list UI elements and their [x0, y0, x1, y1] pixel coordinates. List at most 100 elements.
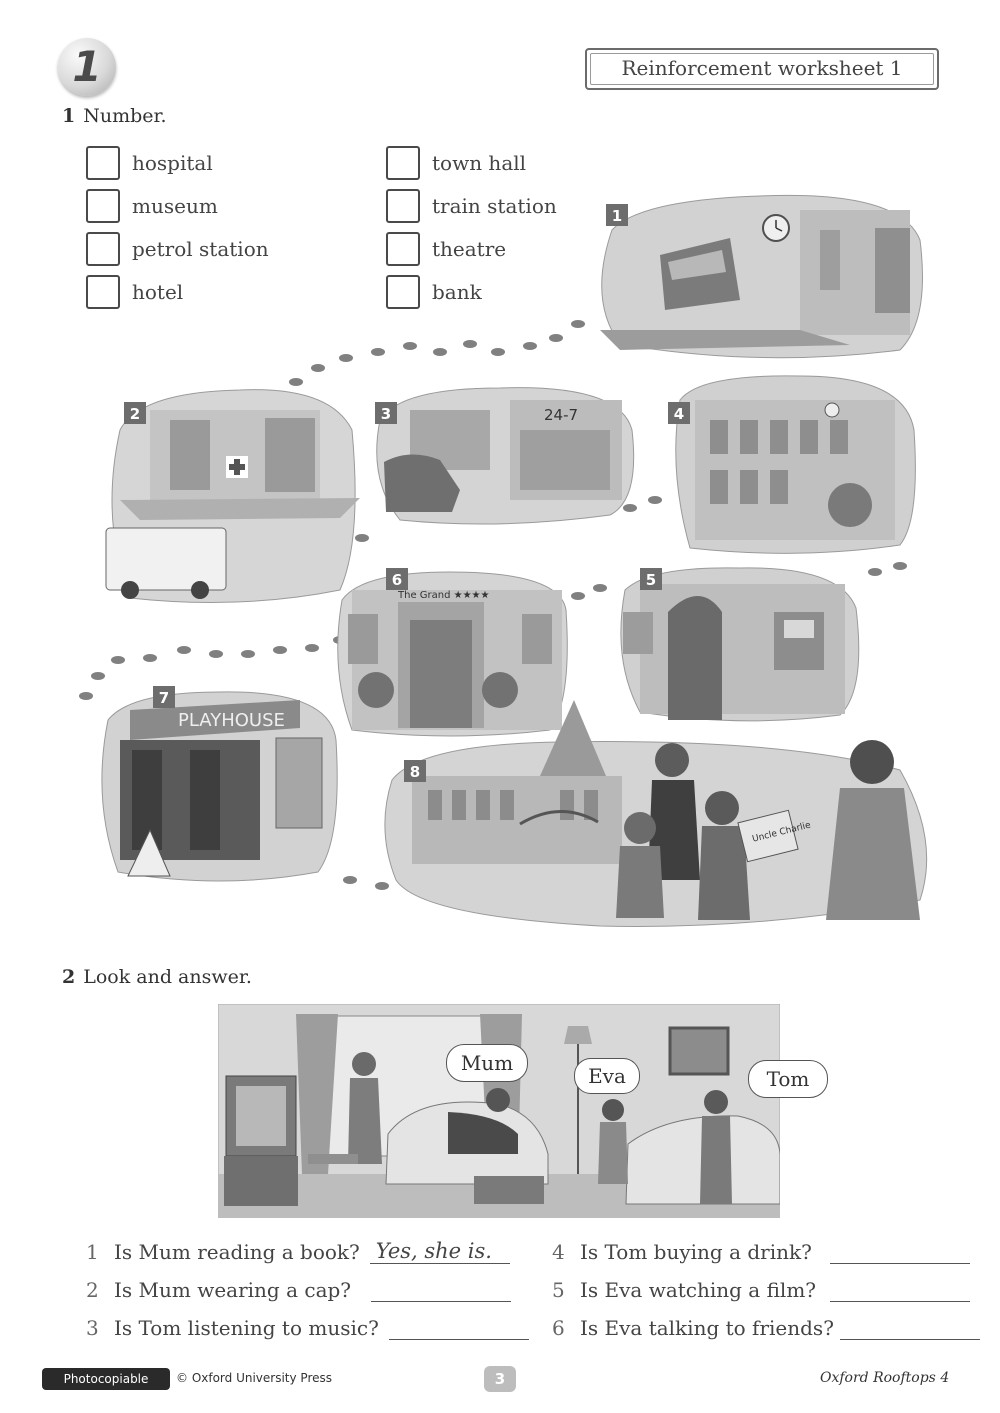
picture-number-badge — [153, 686, 175, 708]
question-row: 2 Is Mum wearing a cap? — [86, 1264, 529, 1302]
exercise2-instruction: Look and answer. — [83, 966, 252, 988]
question-text: Is Tom buying a drink? — [580, 1240, 812, 1264]
word-item: train station — [386, 187, 557, 225]
word-label: train station — [432, 194, 557, 218]
exercise1-number: 1 — [62, 105, 76, 127]
scene-town-hall: 4 — [668, 375, 916, 554]
question-row: 1 Is Mum reading a book? Yes, she is. — [86, 1226, 529, 1264]
scene-train-station: 1 — [600, 194, 923, 359]
unit-number: 1 — [72, 42, 102, 91]
hotel-sign: The Grand ★★★★ — [397, 590, 490, 601]
word-label: hotel — [132, 280, 184, 304]
scene-bank: 5 — [620, 567, 860, 722]
word-label: town hall — [432, 151, 527, 175]
answer-line[interactable] — [371, 1275, 512, 1302]
bubble-label: Tom — [766, 1067, 810, 1091]
picture-number-badge — [640, 568, 662, 590]
question-number: 6 — [552, 1316, 565, 1340]
picture-number-badge — [404, 760, 426, 782]
answer-box[interactable] — [386, 232, 420, 266]
question-row: 3 Is Tom listening to music? — [86, 1302, 529, 1340]
question-text: Is Eva watching a film? — [580, 1278, 817, 1302]
footprints-trail — [79, 320, 907, 890]
picture-number-badge — [375, 402, 397, 424]
worksheet-title: Reinforcement worksheet 1 — [621, 56, 903, 80]
photocopiable-label: Photocopiable — [42, 1368, 170, 1390]
living-room-illustration — [218, 1004, 780, 1218]
question-text: Is Mum wearing a cap? — [114, 1278, 352, 1302]
scene-hospital: 2 — [105, 389, 360, 603]
answer-line[interactable]: Yes, she is. — [369, 1237, 510, 1264]
picture-number-badge — [124, 402, 146, 424]
word-item: theatre — [386, 230, 557, 268]
picture-number: 2 — [130, 405, 140, 423]
question-number: 5 — [552, 1278, 565, 1302]
answer-text: Yes, she is. — [375, 1239, 492, 1263]
shop-sign: 24-7 — [544, 406, 578, 424]
answer-box[interactable] — [86, 275, 120, 309]
picture-number-badge — [668, 402, 690, 424]
word-label: petrol station — [132, 237, 269, 261]
worksheet-title-box: Reinforcement worksheet 1 — [585, 48, 939, 90]
exercise2-heading: 2 Look and answer. — [62, 966, 252, 988]
word-list-right: town hall train station theatre bank — [386, 144, 557, 311]
picture-number: 5 — [646, 571, 656, 589]
answer-line[interactable] — [839, 1313, 980, 1340]
answer-box[interactable] — [386, 189, 420, 223]
question-text: Is Eva talking to friends? — [580, 1316, 834, 1340]
copyright-text: © Oxford University Press — [176, 1371, 333, 1385]
page-number: 3 — [484, 1366, 516, 1392]
questions-left: 1 Is Mum reading a book? Yes, she is. 2 … — [86, 1226, 529, 1340]
answer-box[interactable] — [386, 146, 420, 180]
question-row: 4 Is Tom buying a drink? — [552, 1226, 980, 1264]
questions-right: 4 Is Tom buying a drink? 5 Is Eva watchi… — [552, 1226, 980, 1340]
unit-badge: 1 — [58, 38, 116, 96]
scene-theatre: PLAYHOUSE 7 — [101, 686, 338, 882]
bubble-label: Eva — [588, 1064, 626, 1088]
word-item: hospital — [86, 144, 269, 182]
word-item: museum — [86, 187, 269, 225]
picture-number-badge — [606, 204, 628, 226]
question-number: 4 — [552, 1240, 565, 1264]
answer-box[interactable] — [86, 146, 120, 180]
picture-number: 1 — [612, 207, 622, 225]
picture-number: 3 — [381, 405, 391, 423]
word-item: town hall — [386, 144, 557, 182]
answer-line[interactable] — [388, 1313, 529, 1340]
word-label: hospital — [132, 151, 213, 175]
exercise1-instruction: Number. — [83, 105, 167, 127]
word-label: museum — [132, 194, 218, 218]
word-item: bank — [386, 273, 557, 311]
scene-petrol-station: 24-7 3 — [375, 387, 635, 525]
question-text: Is Tom listening to music? — [114, 1316, 379, 1340]
scene-museum: Uncle Charlie 8 — [384, 700, 928, 927]
question-text: Is Mum reading a book? — [114, 1240, 360, 1264]
picture-number: 6 — [392, 571, 402, 589]
question-number: 1 — [86, 1240, 99, 1264]
town-map-illustration: 1 2 24-7 3 — [79, 194, 928, 927]
bubble-label: Mum — [460, 1051, 514, 1075]
picture-number: 4 — [674, 405, 684, 423]
answer-line[interactable] — [829, 1237, 970, 1264]
picture-number: 7 — [159, 689, 169, 707]
speech-bubble-mum: Mum — [446, 1044, 528, 1082]
word-item: hotel — [86, 273, 269, 311]
exercise1-heading: 1 Number. — [62, 105, 167, 127]
answer-line[interactable] — [830, 1275, 971, 1302]
answer-box[interactable] — [86, 189, 120, 223]
word-list-left: hospital museum petrol station hotel — [86, 144, 269, 311]
scene-hotel: The Grand ★★★★ 6 — [337, 568, 568, 737]
picture-number: 8 — [410, 763, 420, 781]
picture-number-badge — [386, 568, 408, 590]
book-title: Oxford Rooftops 4 — [820, 1370, 950, 1386]
answer-box[interactable] — [386, 275, 420, 309]
speech-bubble-tom: Tom — [748, 1060, 828, 1098]
theatre-sign: PLAYHOUSE — [178, 710, 285, 731]
question-row: 6 Is Eva talking to friends? — [552, 1302, 980, 1340]
exercise2-number: 2 — [62, 966, 76, 988]
answer-box[interactable] — [86, 232, 120, 266]
speech-bubble-eva: Eva — [574, 1058, 640, 1094]
word-label: theatre — [432, 237, 507, 261]
question-number: 3 — [86, 1316, 99, 1340]
question-number: 2 — [86, 1278, 99, 1302]
